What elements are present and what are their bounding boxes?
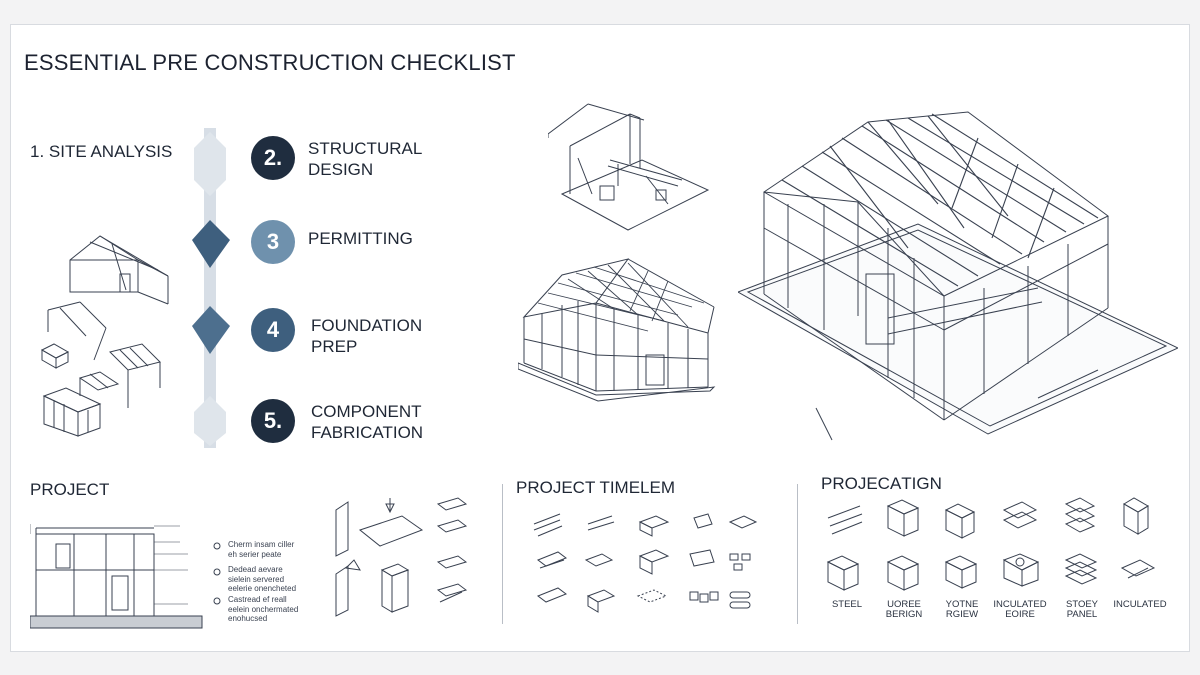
material-caption-4: INCULATED EOIRE	[988, 600, 1052, 620]
note-bullets	[213, 542, 221, 605]
component-sketches	[335, 497, 468, 617]
house-frame-large	[738, 111, 1178, 441]
step-5-line1: COMPONENT	[311, 402, 422, 421]
note-1-line1: Cherm insam ciller	[228, 540, 295, 549]
material-3-line1: YOTNE	[945, 599, 979, 610]
step-2-line1: STRUCTURAL	[308, 139, 423, 158]
material-3-line2: RGIEW	[945, 609, 979, 620]
step-4-line2: PREP	[311, 337, 358, 356]
step-2-badge: 2.	[251, 136, 295, 180]
material-6-line1: INCULATED	[1113, 599, 1167, 610]
material-icon-grid	[826, 497, 1156, 591]
step-4-label: FOUNDATION PREP	[311, 315, 422, 357]
step-5-badge: 5.	[251, 399, 295, 443]
step-5-line2: FABRICATION	[311, 423, 424, 442]
note-2-line1: Dedead aevare	[228, 565, 283, 574]
step-2-label: STRUCTURAL DESIGN	[308, 138, 422, 180]
note-2: Dedead aevare sielein servered eelerie o…	[228, 565, 308, 594]
section-project-title: PROJECT	[30, 480, 110, 499]
material-caption-5: STOEY PANEL	[1050, 600, 1114, 620]
note-2-line2: sielein servered	[228, 574, 285, 584]
material-2-line2: BERIGN	[885, 609, 923, 620]
material-caption-2: UOREE BERIGN	[872, 600, 936, 620]
step-5-label: COMPONENT FABRICATION	[311, 401, 423, 443]
section-divider-2	[797, 484, 798, 624]
site-analysis-sketches	[40, 235, 169, 437]
timeline-ribbon	[192, 128, 230, 448]
step-3-label: PERMITTING	[308, 229, 413, 248]
material-5-line1: STOEY	[1065, 599, 1099, 610]
material-5-line2: PANEL	[1066, 609, 1098, 620]
step-4-badge: 4	[251, 308, 295, 352]
step-3-badge: 3	[251, 220, 295, 264]
house-frame-medium	[518, 258, 716, 402]
step-2-line2: DESIGN	[308, 160, 374, 179]
project-elevation-drawing	[30, 524, 203, 629]
page-title: ESSENTIAL PRE CONSTRUCTION CHECKLIST	[24, 50, 516, 75]
note-3-line1: Castread ef reall	[228, 595, 287, 604]
section-timeline-title: PROJECT TIMELEM	[516, 478, 676, 497]
material-4-line2: EOIRE	[1005, 609, 1035, 620]
step-site-analysis: 1. SITE ANALYSIS	[30, 142, 173, 161]
material-4-line1: INCULATED	[993, 599, 1047, 610]
note-1-line2: eh serier peate	[228, 549, 282, 559]
material-caption-3: YOTNE RGIEW	[930, 600, 994, 620]
framing-detail-sketch	[548, 103, 710, 231]
section-design-title: PROJECAТIGN	[821, 474, 942, 493]
note-3: Castread ef reall eelein onchermated eno…	[228, 595, 308, 624]
step-4-line1: FOUNDATION	[311, 316, 423, 335]
note-1: Cherm insam ciller eh serier peate	[228, 540, 308, 559]
note-3-line2: eelein onchermated	[228, 604, 299, 614]
material-caption-6: INCULATED	[1108, 600, 1172, 610]
section-divider-1	[502, 484, 503, 624]
material-1-line1: STEEL	[831, 599, 863, 610]
note-2-line3: eelerie onencheted	[228, 584, 297, 593]
material-2-line1: UOREE	[887, 599, 921, 610]
note-3-line3: enohucsed	[228, 614, 268, 623]
material-caption-1: STEEL	[815, 600, 879, 610]
timeline-icon-grid	[533, 513, 758, 613]
